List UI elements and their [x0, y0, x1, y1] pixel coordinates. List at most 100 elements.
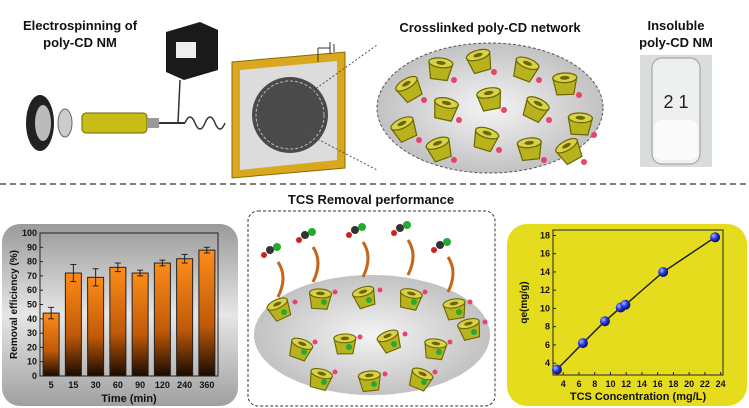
y-tick-label: 50 — [27, 300, 37, 310]
cyclodextrin-icon — [555, 137, 583, 166]
cyclodextrin-icon — [289, 337, 314, 362]
cyclodextrin-icon — [473, 126, 500, 153]
bar — [153, 262, 171, 377]
bar — [131, 272, 149, 377]
tcs-molecule-icon — [431, 238, 451, 253]
x-tick-label: 12 — [621, 379, 631, 389]
cd-cavity — [316, 291, 325, 296]
cyclodextrin-icon — [476, 87, 502, 112]
tcs-molecule-icon — [346, 223, 366, 238]
data-point — [599, 316, 610, 327]
insoluble-title-line2: poly-CD NM — [639, 35, 713, 50]
x-tick-label: 18 — [668, 379, 678, 389]
y-tick-label: 60 — [27, 285, 37, 295]
cd-cavity — [559, 75, 570, 80]
tcs-molecule — [346, 344, 352, 350]
tcs-molecule — [436, 349, 442, 355]
cd-cavity — [383, 333, 392, 339]
linker-dot — [312, 339, 318, 345]
linker-dot — [332, 369, 338, 375]
arrow-icon — [446, 256, 455, 293]
data-point — [551, 364, 562, 375]
y-tick-label: 10 — [540, 303, 550, 313]
arrow-icon — [361, 241, 370, 278]
cyclodextrin-icon — [333, 333, 357, 355]
tcs-molecule-icon — [391, 221, 411, 236]
cyclodextrin-icon — [551, 72, 578, 96]
cd-cavity — [482, 130, 492, 136]
tcs-molecule — [301, 349, 307, 355]
cyclodextrin-icon — [351, 285, 376, 310]
x-tick-label: 16 — [653, 379, 663, 389]
y-tick-label: 20 — [27, 342, 37, 352]
x-tick-label: 24 — [716, 379, 726, 389]
cyclodextrin-icon — [376, 329, 402, 354]
cd-cavity — [298, 341, 307, 347]
data-point — [620, 299, 631, 310]
cd-cavity — [483, 90, 494, 96]
cd-cavity — [524, 140, 535, 145]
data-point — [658, 266, 669, 277]
cd-cavity — [340, 336, 350, 341]
syringe-pump-illustration — [26, 95, 226, 151]
tcs-molecule — [321, 299, 327, 305]
linker-dot — [467, 299, 473, 305]
cd-cavity — [358, 289, 368, 294]
x-tick-label: 15 — [68, 380, 78, 390]
cd-cavity — [431, 341, 441, 346]
cd-cavity — [575, 115, 586, 120]
data-point — [710, 232, 721, 243]
x-axis-label: Time (min) — [101, 393, 157, 405]
y-tick-label: 16 — [540, 249, 550, 259]
cd-cavity — [449, 301, 459, 306]
x-tick-label: 22 — [700, 379, 710, 389]
bar — [176, 258, 194, 377]
cyclodextrin-icon — [456, 318, 481, 342]
linker-dot — [332, 289, 338, 295]
cd-cavity — [562, 142, 571, 149]
data-point — [577, 338, 588, 349]
linker-dot — [536, 77, 542, 83]
atom — [266, 246, 274, 254]
cyclodextrin-icon — [513, 56, 540, 83]
cyclodextrin-icon — [434, 97, 460, 122]
cyclodextrin-icon — [309, 367, 334, 392]
tcs-removal-title: TCS Removal performance — [288, 192, 454, 207]
tcs-molecule — [366, 297, 372, 303]
atom — [396, 224, 404, 232]
cyclodextrin-icon — [357, 370, 381, 393]
x-tick-label: 90 — [135, 380, 145, 390]
tcs-molecule — [321, 379, 327, 385]
cyclodextrin-icon — [390, 116, 418, 143]
x-tick-label: 240 — [177, 380, 192, 390]
cd-cavity — [407, 291, 416, 296]
linker-dot — [501, 107, 507, 113]
bar — [64, 272, 82, 377]
cyclodextrin-icon — [395, 75, 423, 104]
linker-dot — [447, 339, 453, 345]
y-axis-label: qe(mg/g) — [519, 281, 530, 323]
high-voltage-supply-illustration — [166, 22, 218, 124]
x-tick-label: 8 — [592, 379, 597, 389]
y-tick-label: 18 — [540, 230, 550, 240]
linker-dot — [456, 117, 462, 123]
oxygen-atom — [261, 252, 267, 258]
x-tick-label: 60 — [113, 380, 123, 390]
linker-dot — [402, 331, 408, 337]
tcs-molecule — [471, 329, 477, 335]
oxygen-atom — [431, 247, 437, 253]
chlorine-atom — [308, 228, 316, 236]
tcs-molecule — [371, 381, 377, 387]
linker-dot — [422, 289, 428, 295]
oxygen-atom — [346, 232, 352, 238]
y-axis-label: Removal efficiency (%) — [9, 250, 20, 359]
electrospinning-title-line2: poly-CD NM — [43, 35, 117, 50]
network-title: Crosslinked poly-CD network — [399, 20, 581, 35]
cyclodextrin-icon — [266, 297, 292, 322]
linker-dot — [546, 117, 552, 123]
y-tick-label: 40 — [27, 314, 37, 324]
cd-cavity — [418, 371, 427, 377]
linker-dot — [292, 299, 298, 305]
electrospinning-title-line1: Electrospinning of — [23, 18, 138, 33]
